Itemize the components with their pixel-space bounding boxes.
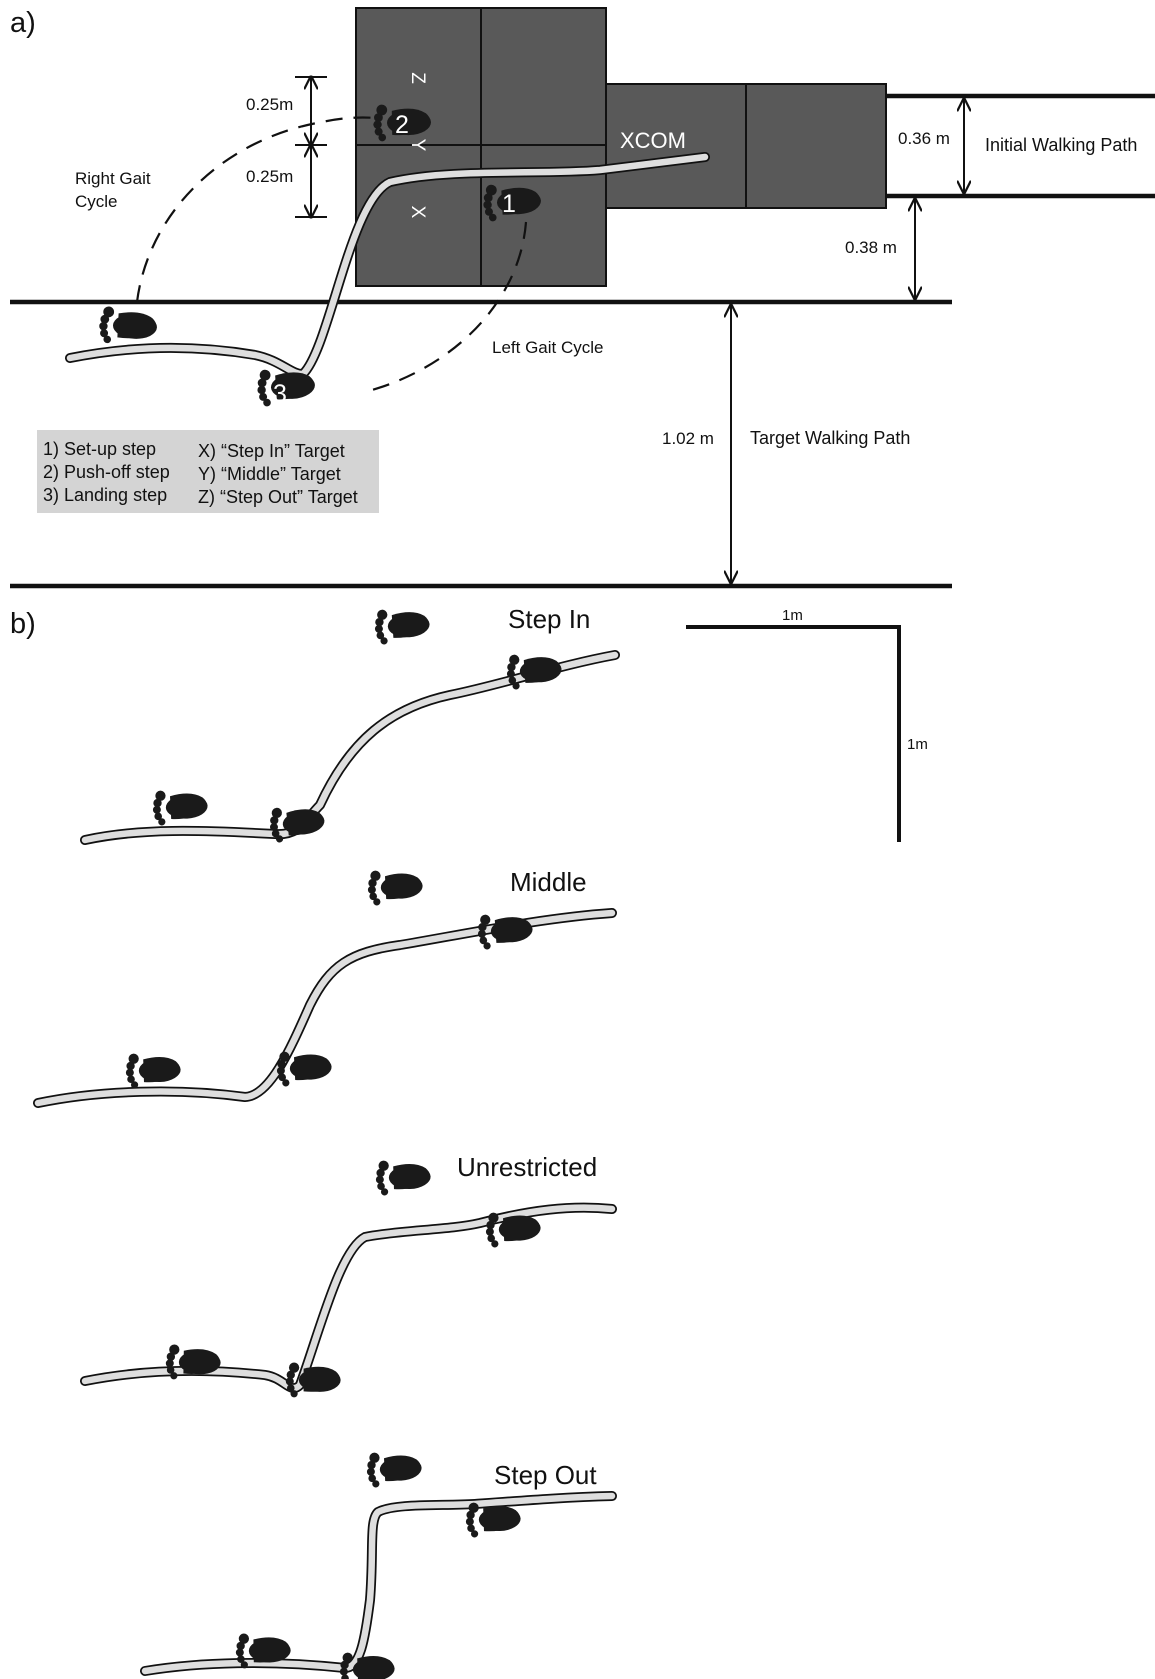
step-number-2: 2 (395, 111, 409, 139)
target-letter-x: X (407, 206, 428, 219)
condition-unrestricted: Unrestricted (80, 1152, 617, 1398)
gap-label: 0.38 m (845, 238, 897, 257)
plate-xcom-1 (605, 83, 747, 209)
right-gait-cycle-curve (135, 116, 377, 303)
step-number-1: 1 (502, 190, 516, 218)
scale-bar-horizontal-label: 1m (782, 607, 803, 624)
footprint (505, 651, 563, 691)
footprint (375, 1158, 432, 1196)
plate-xcom-2 (745, 83, 887, 209)
footprint (151, 788, 209, 826)
footprint (465, 1500, 522, 1538)
footprint (339, 1650, 396, 1679)
condition-middle: Middle (33, 867, 617, 1108)
legend: 1) Set-up step 2) Push-off step 3) Landi… (37, 430, 379, 513)
target-lower-half-label: 0.25m (246, 167, 293, 186)
legend-background (37, 430, 379, 513)
panel-a-label: a) (10, 7, 36, 39)
target-upper-half-label: 0.25m (246, 95, 293, 114)
plate-top-right (480, 7, 607, 146)
path-dimension-markers (731, 99, 964, 583)
scale-bar-vertical-label: 1m (907, 736, 928, 753)
initial-path-width-label: 0.36 m (898, 129, 950, 148)
target-dimension-markers (295, 77, 327, 217)
trajectory-step-out (140, 1491, 617, 1676)
right-gait-cycle-line-1: Right Gait (75, 169, 151, 188)
legend-target-y: Y) “Middle” Target (198, 464, 341, 484)
footprint (365, 1450, 423, 1488)
target-letter-z: Z (407, 72, 428, 84)
footprint (125, 1051, 182, 1089)
left-gait-cycle-curve (364, 221, 528, 394)
left-gait-cycle-label: Left Gait Cycle (492, 338, 604, 357)
legend-step-1: 1) Set-up step (43, 439, 156, 459)
panel-b-label: b) (10, 608, 36, 640)
target-path-width-label: 1.02 m (662, 429, 714, 448)
step-number-3: 3 (273, 380, 287, 408)
scale-bar (686, 625, 901, 842)
legend-step-3: 3) Landing step (43, 485, 167, 505)
footprint-right-setup (98, 306, 158, 346)
trajectory-middle (33, 908, 617, 1108)
target-letter-y: Y (407, 139, 428, 152)
condition-label-step-out: Step Out (494, 1460, 597, 1490)
target-walking-path-label: Target Walking Path (750, 428, 910, 448)
right-gait-cycle-line-2: Cycle (75, 192, 118, 211)
initial-walking-path-label: Initial Walking Path (985, 135, 1137, 155)
condition-label-middle: Middle (510, 867, 587, 897)
footprint (373, 606, 431, 646)
legend-step-2: 2) Push-off step (43, 462, 170, 482)
footprint (366, 868, 424, 906)
force-plates (355, 7, 887, 287)
walkway-lines (10, 93, 1155, 589)
plate-bottom-left (355, 144, 482, 287)
condition-step-in: Step In (80, 604, 620, 845)
xcom-label: XCOM (620, 128, 686, 153)
legend-target-z: Z) “Step Out” Target (198, 487, 358, 507)
condition-label-step-in: Step In (508, 604, 590, 634)
trajectory-step-in (80, 650, 620, 845)
condition-step-out: Step Out (140, 1450, 617, 1679)
xcom-trajectory-a (65, 152, 710, 379)
footprint (285, 1362, 341, 1398)
condition-label-unrestricted: Unrestricted (457, 1152, 597, 1182)
right-gait-cycle-label: Right Gait Cycle (75, 169, 155, 211)
legend-target-x: X) “Step In” Target (198, 441, 345, 461)
